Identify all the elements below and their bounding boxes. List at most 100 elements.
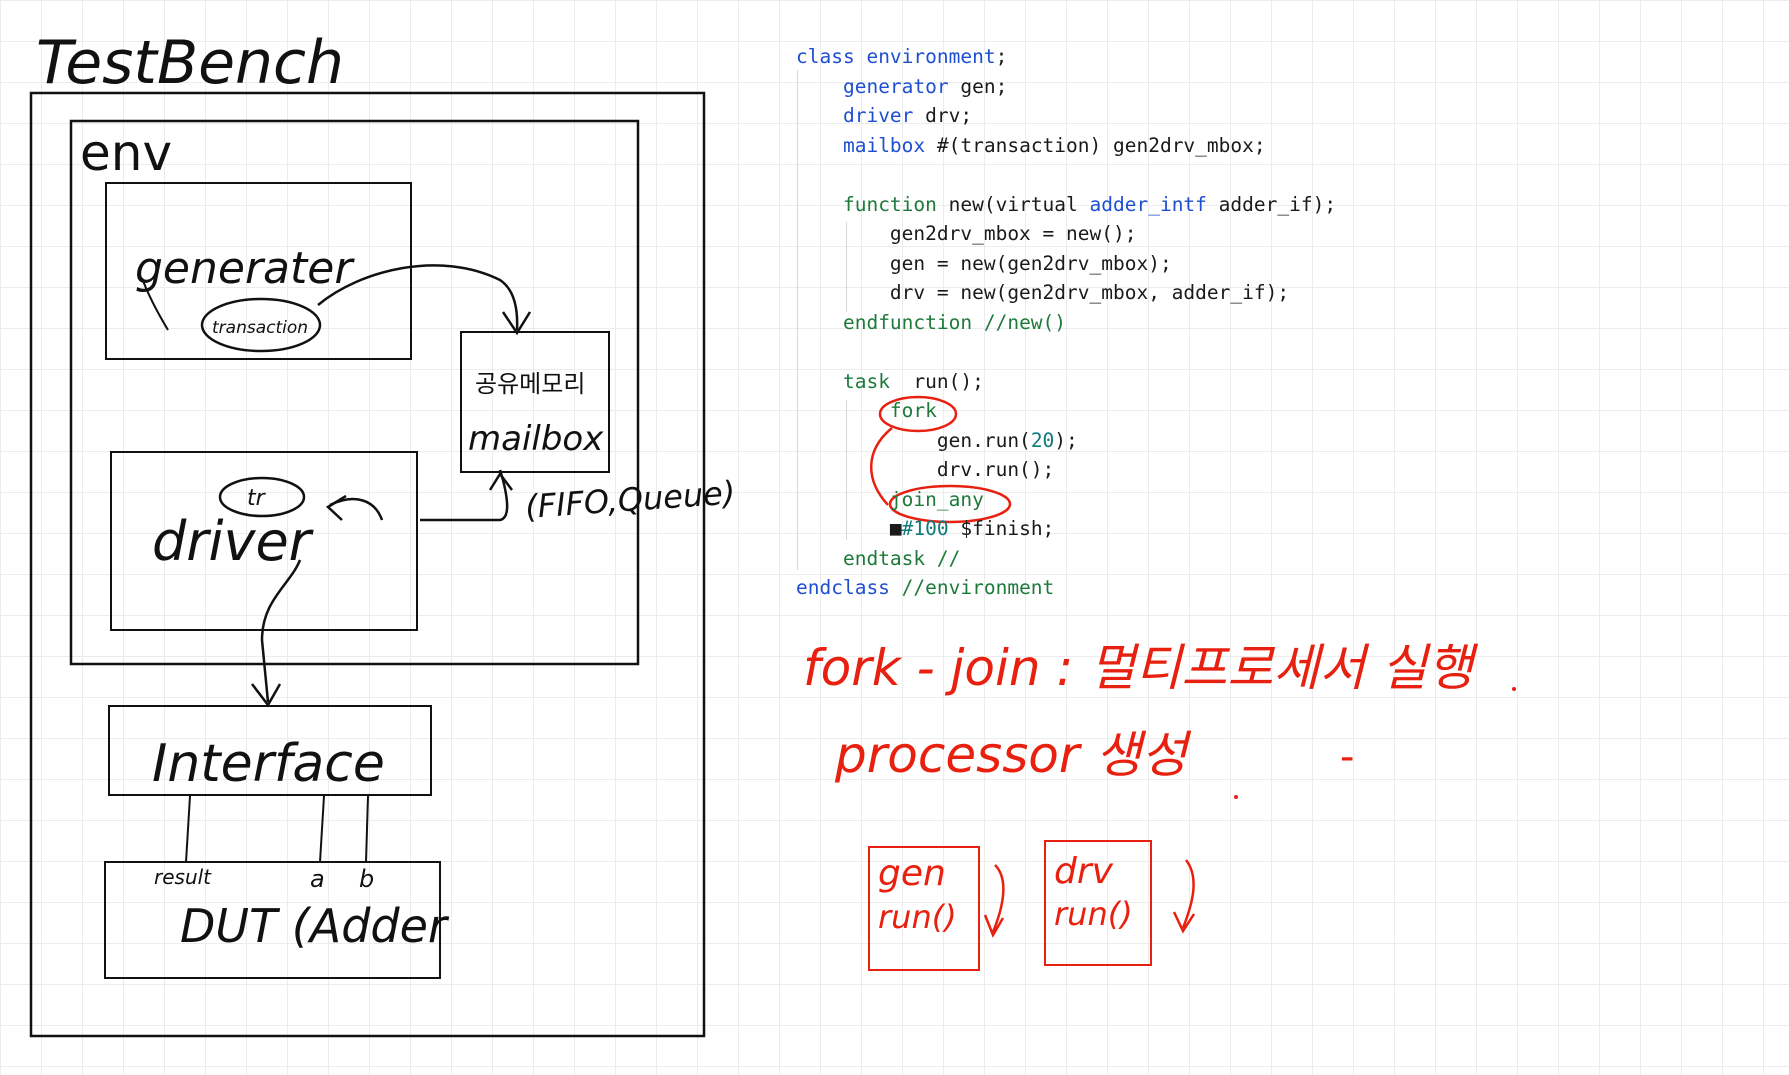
code-token — [796, 370, 843, 393]
drv-run-line2: run() — [1054, 895, 1133, 933]
code-token: endfunction //new() — [842, 310, 1067, 334]
code-token — [796, 104, 843, 127]
mailbox-box — [460, 331, 610, 473]
indent-guide — [846, 222, 847, 312]
transaction-ellipse — [200, 297, 322, 353]
indent-guide — [797, 70, 798, 570]
gen-run-line2: run() — [878, 898, 957, 936]
generator-tail-mark — [141, 277, 169, 331]
code-token: run(); — [889, 369, 984, 393]
code-line: mailbox #(transaction) gen2drv_mbox; — [796, 131, 1336, 161]
code-token: endclass — [796, 576, 902, 599]
code-token: join_any — [889, 487, 984, 511]
note-fork-join: fork - join : 멀티프로세서 실행 — [803, 639, 1478, 697]
code-line: endclass //environment — [796, 573, 1336, 603]
interface-box — [108, 705, 432, 796]
code-token: ■ — [796, 517, 902, 540]
gen-run-box — [868, 846, 980, 971]
code-line: task run(); — [796, 367, 1336, 397]
code-line: drv.run(); — [796, 455, 1336, 485]
fork-join-connector — [870, 427, 893, 506]
result-label: result — [154, 865, 212, 889]
code-token — [796, 311, 843, 334]
a-line — [319, 795, 325, 863]
code-token: adder_intf — [1089, 192, 1207, 216]
code-token: gen; — [948, 74, 1008, 98]
tr-ellipse — [218, 476, 306, 518]
code-token: ; — [995, 45, 1008, 68]
note-dot-1 — [1512, 687, 1516, 691]
code-line: gen = new(gen2drv_mbox); — [796, 249, 1336, 279]
a-label: a — [310, 865, 325, 893]
fork-circle — [878, 395, 958, 433]
code-token: drv = new(gen2drv_mbox, adder_if); — [796, 281, 1290, 304]
gen-run-line1: gen — [878, 853, 946, 894]
indent-guide — [846, 400, 847, 540]
b-label: b — [359, 865, 374, 893]
code-line: driver drv; — [796, 101, 1336, 131]
code-token: driver — [842, 104, 914, 127]
generator-label: generater — [135, 243, 355, 294]
code-token: drv; — [913, 104, 973, 127]
env-box — [69, 119, 640, 666]
tr-label: tr — [247, 486, 267, 511]
arrow-gen-to-mailbox — [317, 264, 519, 331]
code-token: //environment — [901, 576, 1055, 599]
drv-run-arrow — [1172, 859, 1196, 934]
interface-label: Interface — [152, 734, 385, 794]
drv-run-box — [1044, 840, 1152, 966]
dut-label: DUT (Adder — [180, 899, 450, 953]
join-any-circle — [888, 484, 1012, 524]
transaction-label: transaction — [212, 318, 308, 338]
arrow-mailbox-to-driver — [420, 469, 509, 522]
code-token: gen.run( — [796, 428, 1031, 452]
generator-box — [105, 182, 412, 360]
code-token: mailbox — [842, 133, 926, 157]
arrow-head-driver — [325, 494, 347, 521]
code-token: 20 — [1030, 428, 1055, 452]
diagram-title: TestBench — [36, 28, 344, 98]
code-token: fork — [889, 399, 937, 422]
code-line — [796, 160, 1336, 190]
testbench-box — [29, 91, 706, 1038]
code-line — [796, 337, 1336, 367]
code-token — [796, 134, 843, 157]
code-token: ); — [1054, 428, 1078, 452]
code-token: gen2drv_mbox = new(); — [796, 222, 1137, 245]
code-token: task — [842, 369, 890, 393]
driver-box — [110, 451, 418, 631]
result-line — [185, 795, 191, 863]
code-line: endfunction //new() — [796, 308, 1336, 338]
code-token: gen = new(gen2drv_mbox); — [796, 251, 1172, 275]
code-line: gen.run(20); — [796, 426, 1336, 456]
code-token: #(transaction) gen2drv_mbox; — [925, 133, 1266, 157]
mailbox-label-top: 공유메모리 — [475, 370, 585, 398]
code-token — [796, 75, 843, 98]
dut-box — [104, 861, 441, 979]
code-token: #100 — [901, 517, 949, 540]
code-line: function new(virtual adder_intf adder_if… — [796, 190, 1336, 220]
arrow-head-up-mailbox — [488, 471, 513, 491]
note-dot-2 — [1234, 795, 1238, 799]
note-processor: processor 생성 — [834, 726, 1192, 784]
mailbox-label: mailbox — [468, 419, 604, 459]
code-line: ■#100 $finish; — [796, 514, 1336, 544]
code-token: adder_if); — [1206, 192, 1337, 216]
code-token — [796, 488, 890, 511]
code-token — [796, 193, 843, 216]
code-line: gen2drv_mbox = new(); — [796, 219, 1336, 249]
code-line: class environment; — [796, 42, 1336, 72]
code-block: class environment; generator gen; driver… — [796, 42, 1336, 603]
code-token: class — [796, 45, 867, 68]
gen-run-arrow — [983, 864, 1005, 938]
code-token: function — [842, 192, 937, 216]
drv-run-line1: drv — [1054, 851, 1114, 892]
driver-label: driver — [152, 510, 314, 573]
code-token: endtask // — [842, 546, 961, 570]
code-token — [796, 547, 843, 570]
code-line: join_any — [796, 485, 1336, 515]
code-line: drv = new(gen2drv_mbox, adder_if); — [796, 278, 1336, 308]
arrow-driver-to-interface — [260, 559, 302, 703]
b-line — [365, 795, 369, 863]
